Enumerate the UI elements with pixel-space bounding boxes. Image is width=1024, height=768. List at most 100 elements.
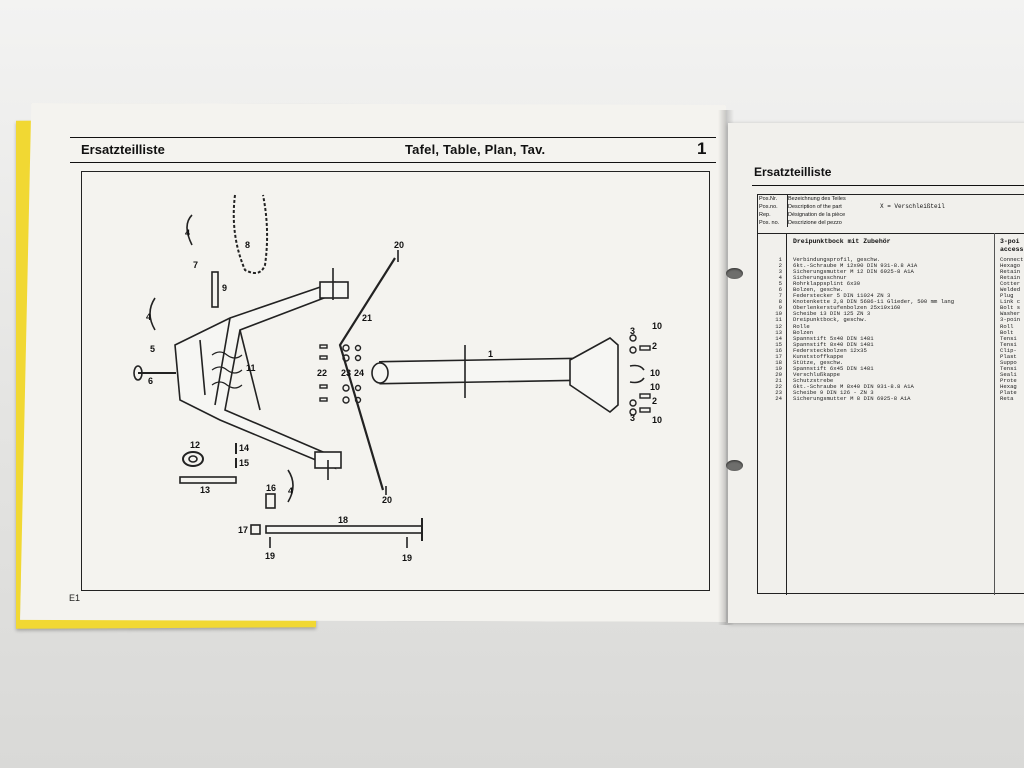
callout-2b: 2 — [652, 396, 657, 406]
callout-11: 11 — [246, 363, 256, 373]
part-description-de: Sicherungsmutter M 12 DIN 6925-8 A1A — [793, 268, 914, 276]
callout-5: 5 — [150, 344, 155, 354]
part-position: 16 — [775, 346, 782, 354]
part-description-en: Seali — [1000, 371, 1017, 378]
header-pos-en: Pos.no. — [759, 204, 778, 210]
part-description-en: Clip- — [1000, 347, 1017, 354]
callout-8: 8 — [245, 240, 250, 250]
part-position: 18 — [775, 358, 782, 366]
part-description-de: Bolzen — [793, 328, 814, 336]
part-position: 6 — [778, 286, 782, 294]
part-description-en: Cotter — [1000, 281, 1021, 288]
part-description-en: Plate — [1000, 390, 1017, 397]
part-position: 9 — [778, 304, 782, 312]
part-description-de: Scheibe 9 DIN 126 - ZN 3 — [793, 389, 874, 397]
part-position: 21 — [775, 376, 782, 384]
part-description-de: Dreipunktbock, geschw. — [793, 316, 867, 324]
part-description-de: Sicherungsmutter M 8 DIN 6925-8 A1A — [793, 395, 911, 403]
part-position: 11 — [775, 316, 782, 324]
part-description-en: Reta — [1000, 396, 1014, 403]
wear-part-note: X = Verschleißteil — [880, 203, 945, 210]
callout-13: 13 — [200, 485, 210, 495]
callout-3b: 3 — [630, 413, 635, 423]
part-position: 4 — [778, 274, 782, 282]
part-description-de: Verbindungsprofil, geschw. — [793, 256, 881, 263]
page-title: Ersatzteilliste — [81, 142, 165, 157]
callout-12: 12 — [190, 440, 200, 450]
diagram-frame — [81, 171, 710, 591]
part-description-en: Roll — [1000, 323, 1014, 330]
header-rule-bottom — [70, 162, 716, 163]
part-description-de: Federstecker 5 DIN 11024 ZN 3 — [793, 292, 891, 300]
part-description-de: Rohrklappsplint 6x30 — [793, 280, 861, 288]
part-description-en: Connect — [1000, 257, 1024, 263]
header-desc-it: Descrizione del pezzo — [788, 220, 842, 226]
part-position: 24 — [775, 395, 782, 403]
part-description-en: Prote — [1000, 377, 1017, 384]
section-title-en: 3-poi access — [1000, 238, 1024, 253]
callout-6: 6 — [148, 376, 153, 386]
part-description-en: Bolt s — [1000, 305, 1021, 312]
part-position: 22 — [775, 382, 782, 390]
section-title: Dreipunktbock mit Zubehör — [793, 238, 891, 245]
part-description-en: Washer — [1000, 311, 1021, 318]
header-rule-top — [70, 137, 716, 138]
part-description-de: 6kt.-Schraube M 8x40 DIN 931-8.8 A1A — [793, 382, 914, 390]
callout-20a: 20 — [394, 240, 404, 250]
callout-22: 22 — [317, 368, 327, 378]
part-position: 23 — [775, 389, 782, 397]
binder-hole-top — [726, 268, 743, 279]
part-position: 5 — [778, 280, 782, 288]
part-description-en: Tensi — [1000, 365, 1017, 372]
part-description-en: Plast — [1000, 353, 1017, 360]
callout-23: 23 — [341, 368, 351, 378]
part-description-de: Kunststoffkappe — [793, 352, 844, 360]
part-description-en: Hexag — [1000, 383, 1017, 390]
callout-19a: 19 — [265, 551, 275, 561]
part-description-en: Plug — [1000, 293, 1014, 300]
callout-20b: 20 — [382, 495, 392, 505]
part-position: 12 — [775, 322, 782, 330]
column-separator — [786, 233, 787, 595]
callout-10c: 10 — [650, 382, 660, 392]
callout-17: 17 — [238, 525, 248, 535]
callout-7: 7 — [193, 260, 198, 270]
page-number: 1 — [697, 139, 707, 158]
part-position: 14 — [775, 334, 782, 342]
callout-24: 24 — [354, 368, 364, 378]
part-position: 19 — [775, 364, 782, 372]
part-description-de: Spannstift 5x40 DIN 1481 — [793, 334, 874, 342]
callout-1: 1 — [488, 349, 493, 359]
header-separator — [758, 233, 1024, 234]
parts-table: Pos.Nr. Pos.no. Rep. Pos. no. Bezeichnun… — [757, 194, 1024, 595]
part-description-de: Federsteckbolzen 12x35 — [793, 346, 867, 354]
part-description-de: Oberlenkerstufenbolzen 25x19x160 — [793, 304, 901, 312]
callout-10a: 10 — [652, 321, 662, 331]
right-page — [728, 123, 1024, 623]
footer-mark: E1 — [69, 593, 81, 603]
callout-14: 14 — [239, 443, 249, 453]
table-row: 9 Oberlenkerstufenbolzen 25x19x160 Bolt s — [758, 305, 1024, 311]
part-description-en: Tensi — [1000, 341, 1017, 348]
part-description-de: Knotenkette 2,8 DIN 5686-11 Glieder, 500… — [793, 298, 955, 306]
part-position: 15 — [775, 340, 782, 348]
part-description-en: Retain — [1000, 275, 1021, 282]
header-pos-it: Pos. no. — [759, 220, 780, 226]
callout-2a: 2 — [652, 341, 657, 351]
part-description-de: Schutzstrebe — [793, 376, 834, 384]
table-label: Tafel, Table, Plan, Tav. — [405, 142, 546, 157]
header-pos-fr: Rep. — [759, 212, 771, 218]
